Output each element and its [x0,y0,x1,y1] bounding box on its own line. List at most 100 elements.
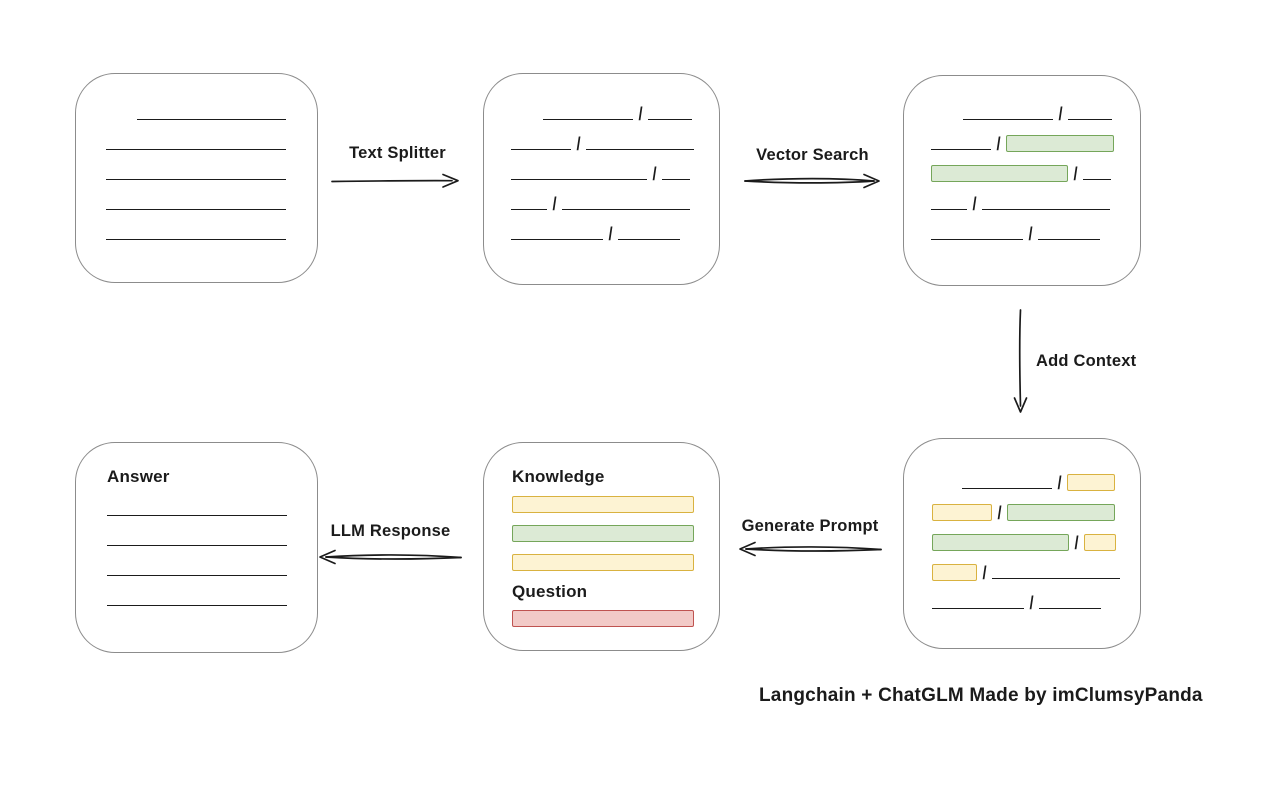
green-highlight-bar [932,534,1069,551]
vector-search-label: Vector Search [756,146,869,164]
chunks-lines: / / / / / [484,74,719,244]
content-row: / [932,563,1140,583]
add-context-label: Add Context [1036,352,1137,370]
content-row: / [511,104,719,124]
green-highlight-bar [512,525,694,542]
content-row: / [931,224,1140,244]
text-line [107,545,287,546]
answer-label: Answer [107,467,170,486]
text-line [963,119,1053,120]
text-line [586,149,695,150]
generate-prompt-label: Generate Prompt [741,517,879,535]
arrow-right-text-splitter-icon [330,172,466,190]
chunk-separator-slash: / [982,563,987,583]
chunk-separator-slash: / [996,134,1001,154]
content-row [512,609,719,627]
indent-gap [932,490,962,491]
text-line [106,209,286,210]
chunk-separator-slash: / [1058,104,1063,124]
content-row [512,553,719,571]
chunk-separator-slash: / [638,104,643,124]
text-line [106,179,286,180]
chunk-separator-slash: / [1029,593,1034,613]
chunk-separator-slash: / [1028,224,1033,244]
yellow-highlight-bar [932,564,977,581]
text-line [1039,608,1102,609]
content-row [106,164,317,182]
content-row: / [931,134,1140,154]
text-line [562,209,691,210]
content-row: / [932,473,1140,493]
question-bars [512,609,719,627]
text-line [1068,119,1113,120]
content-row [107,500,317,518]
prompt-box: Knowledge Question [483,442,720,651]
yellow-highlight-bar [1084,534,1117,551]
arrow-left-generate-prompt-icon [736,540,884,558]
yellow-highlight-bar [512,554,694,571]
arrow-left-llm-response-icon [316,548,464,566]
text-line [1083,179,1112,180]
text-line [107,575,287,576]
chunk-separator-slash: / [997,503,1002,523]
content-row: / [932,593,1140,613]
content-row [106,194,317,212]
text-line [618,239,681,240]
chunk-separator-slash: / [576,134,581,154]
content-row [106,134,317,152]
text-line [962,488,1052,489]
answer-lines [107,500,317,608]
llm-response-label: LLM Response [330,522,451,540]
content-row: / [931,164,1140,184]
text-line [931,149,991,150]
indent-gap [931,121,963,122]
indent-gap [511,121,543,122]
text-line [511,179,647,180]
content-row [107,530,317,548]
text-splitter-label: Text Splitter [349,144,446,162]
chunk-separator-slash: / [972,194,977,214]
knowledge-bars [512,495,719,571]
text-line [982,209,1111,210]
text-line [106,239,286,240]
chunk-separator-slash: / [1073,164,1078,184]
text-line [107,605,287,606]
matched-chunks-box: / / / / / [903,75,1141,286]
green-highlight-bar [1006,135,1115,152]
text-line [511,239,603,240]
diagram-caption: Langchain + ChatGLM Made by imClumsyPand… [759,685,1203,706]
document-box [75,73,318,283]
text-line [992,578,1121,579]
chunk-separator-slash: / [652,164,657,184]
content-row [512,495,719,513]
chunk-separator-slash: / [1057,473,1062,493]
arrow-right-vector-search-icon [743,172,887,190]
yellow-highlight-bar [932,504,992,521]
text-line [106,149,286,150]
matched-chunks-lines: / / / / / [904,76,1140,244]
red-highlight-bar [512,610,694,627]
chunks-box: / / / / / [483,73,720,285]
text-line [543,119,633,120]
text-line [107,515,287,516]
content-row: / [511,134,719,154]
indent-gap [106,121,137,122]
text-line [932,608,1024,609]
chunk-separator-slash: / [608,224,613,244]
chunk-separator-slash: / [552,194,557,214]
content-row [107,590,317,608]
content-row [512,524,719,542]
chunk-separator-slash: / [1074,533,1079,553]
context-chunks-lines: / / / / / [904,439,1140,613]
text-line [1038,239,1101,240]
yellow-highlight-bar [1067,474,1116,491]
question-label: Question [512,582,588,601]
answer-box: Answer [75,442,318,653]
content-row: / [931,104,1140,124]
content-row: / [932,533,1140,553]
text-line [511,149,571,150]
text-line [931,209,967,210]
content-row: / [511,224,719,244]
text-line [648,119,693,120]
